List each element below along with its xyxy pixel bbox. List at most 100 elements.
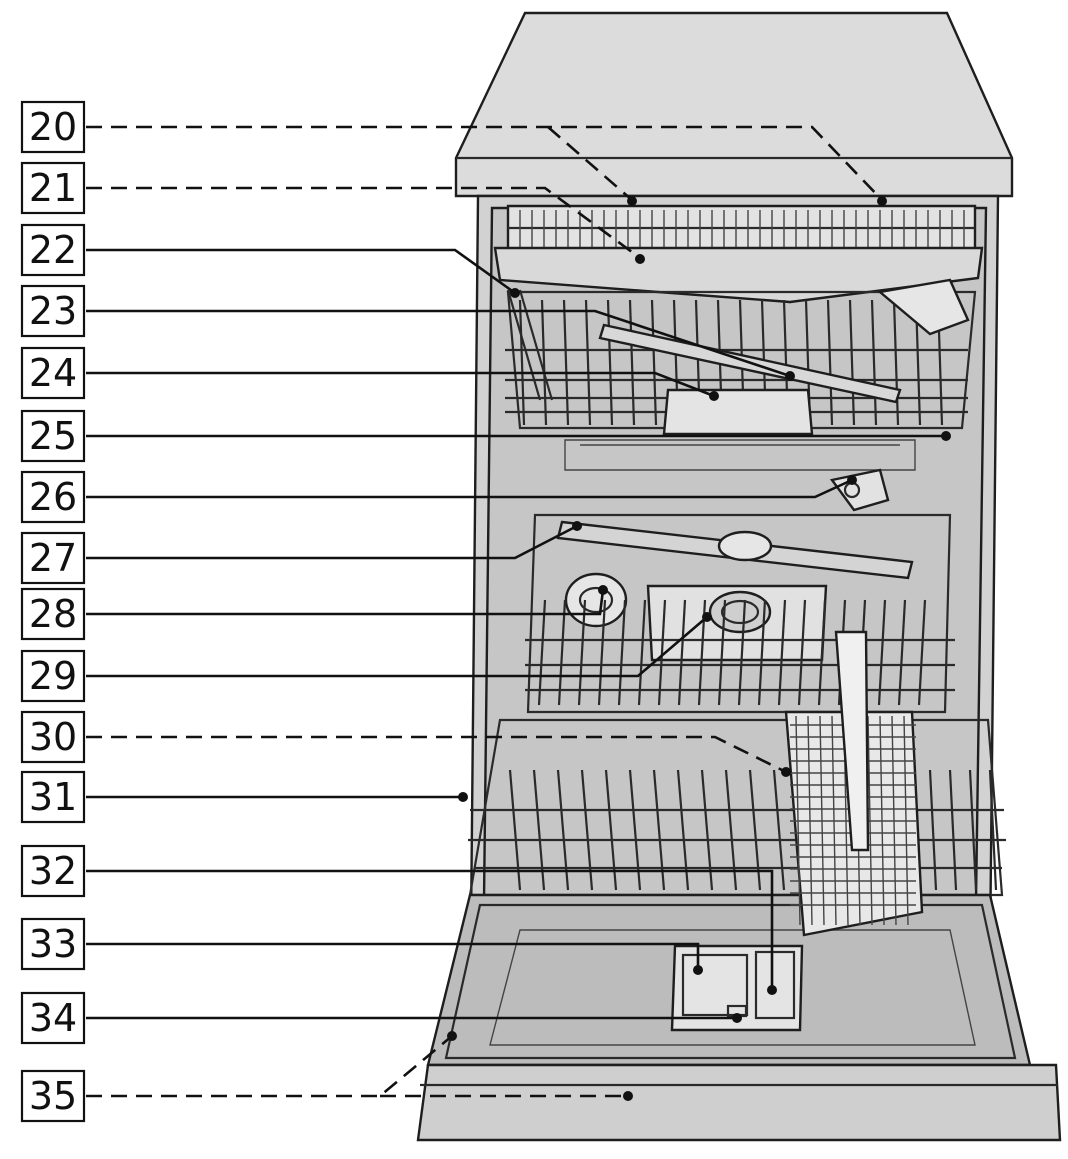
cutlery-drawer: [493, 204, 984, 304]
callout-30: 30: [20, 710, 86, 764]
rack-wire: [897, 599, 907, 706]
callout-25: 25: [20, 409, 86, 463]
point-35b: [623, 1091, 633, 1101]
point-33: [693, 965, 703, 975]
point-20b: [877, 196, 887, 206]
callout-33-text: 33: [29, 922, 77, 966]
rack-wire: [757, 599, 767, 706]
rack-wire: [817, 599, 827, 706]
callout-20: 20: [20, 100, 86, 154]
callout-22-text: 22: [29, 228, 77, 272]
rack-wire: [657, 599, 667, 706]
rack-wire: [617, 599, 627, 706]
leader-lines: [86, 125, 951, 1101]
lower-spray-arm: [556, 520, 914, 580]
callout-22: 22: [20, 223, 86, 277]
point-24: [709, 391, 719, 401]
rack-wire: [797, 599, 807, 706]
rack-wire: [557, 599, 567, 706]
middle-basket: [525, 513, 955, 714]
rack-wire: [819, 715, 825, 926]
rack-wire: [518, 299, 526, 426]
callout-27-text: 27: [29, 536, 77, 580]
callout-35-text: 35: [29, 1074, 77, 1118]
callout-35: 35: [20, 1069, 86, 1123]
callout-24-text: 24: [29, 351, 77, 395]
point-21: [635, 254, 645, 264]
callout-32-text: 32: [29, 849, 77, 893]
callout-27: 27: [20, 531, 86, 585]
leader-35: [86, 1035, 453, 1098]
point-30: [781, 767, 791, 777]
rack-wire: [606, 299, 614, 426]
rack-wire: [831, 715, 837, 926]
point-22: [510, 288, 520, 298]
cutlery-basket: [784, 630, 924, 937]
callout-29-text: 29: [29, 654, 77, 698]
point-26: [847, 475, 857, 485]
rack-wire: [870, 299, 878, 426]
point-34: [732, 1013, 742, 1023]
callout-29: 29: [20, 649, 86, 703]
rack-wire: [891, 715, 897, 926]
upper-basket: [505, 278, 977, 436]
rack-wire: [577, 599, 587, 706]
rack-wire: [892, 299, 900, 426]
leader-21: [86, 186, 641, 260]
rack-wire: [650, 299, 658, 426]
rack-wire: [903, 715, 909, 926]
callout-28: 28: [20, 587, 86, 641]
callout-28-text: 28: [29, 592, 77, 636]
leader-33: [86, 942, 700, 970]
rack-wire: [677, 599, 687, 706]
callout-34-text: 34: [29, 996, 77, 1040]
leader-28: [86, 589, 605, 616]
callout-23-text: 23: [29, 289, 77, 333]
point-23: [785, 371, 795, 381]
callout-21-text: 21: [29, 166, 77, 210]
point-29: [702, 612, 712, 622]
callout-34: 34: [20, 991, 86, 1045]
rack-wire: [917, 599, 927, 706]
rack-wire: [562, 299, 570, 426]
rack-wire: [795, 715, 801, 926]
point-27: [572, 521, 582, 531]
rack-wire: [877, 599, 887, 706]
filter-system: [646, 584, 828, 662]
worktop: [454, 11, 1014, 198]
rack-wire: [737, 599, 747, 706]
rack-wire: [637, 599, 647, 706]
rack-wire: [777, 599, 787, 706]
point-25: [941, 431, 951, 441]
point-31: [458, 792, 468, 802]
callout-31: 31: [20, 770, 86, 824]
water-inlet-nozzle: [829, 468, 890, 512]
rack-wire: [968, 769, 978, 891]
rack-wire: [717, 599, 727, 706]
detergent-dispenser: [670, 944, 804, 1032]
rack-wire: [848, 299, 856, 426]
callout-30-text: 30: [29, 715, 77, 759]
rack-wire: [584, 299, 592, 426]
rack-wire: [867, 715, 873, 926]
rack-wire: [879, 715, 885, 926]
callout-labels: 20 21 22 23 24 25 26 27 28 29 30 31 32 3…: [20, 100, 86, 1123]
callout-20-text: 20: [29, 105, 77, 149]
rack-wire: [540, 299, 548, 426]
leader-22: [86, 248, 516, 295]
callout-24: 24: [20, 346, 86, 400]
rack-wire: [988, 769, 998, 891]
leader-30: [86, 735, 787, 774]
leader-29: [86, 616, 708, 678]
point-35a: [447, 1031, 457, 1041]
leader-26: [86, 478, 853, 499]
leader-24: [86, 371, 715, 398]
callout-23: 23: [20, 284, 86, 338]
point-20a: [627, 196, 637, 206]
rack-wire: [772, 769, 786, 891]
leader-20: [86, 125, 883, 201]
dishwasher-illustration: [416, 11, 1062, 1142]
callout-32: 32: [20, 844, 86, 898]
callout-26: 26: [20, 470, 86, 524]
callout-25-text: 25: [29, 414, 77, 458]
